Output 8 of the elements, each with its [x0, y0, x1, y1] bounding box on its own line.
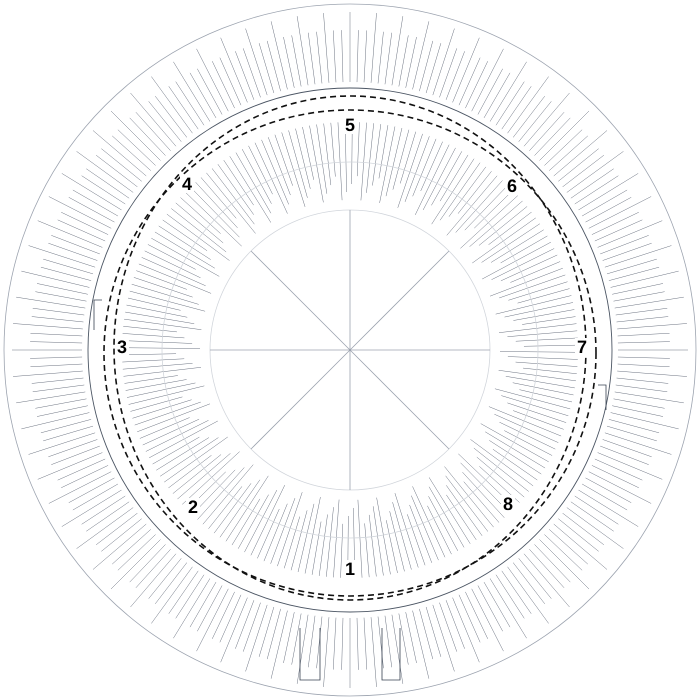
- sector-number: 8: [501, 495, 516, 513]
- sector-number: 6: [505, 177, 520, 195]
- sector-number: 5: [343, 116, 358, 134]
- sector-number: 4: [180, 175, 194, 193]
- sector-number: 2: [186, 498, 200, 516]
- sector-number: 1: [343, 560, 358, 578]
- sector-number: 3: [115, 338, 130, 356]
- sector-number: 7: [575, 338, 590, 356]
